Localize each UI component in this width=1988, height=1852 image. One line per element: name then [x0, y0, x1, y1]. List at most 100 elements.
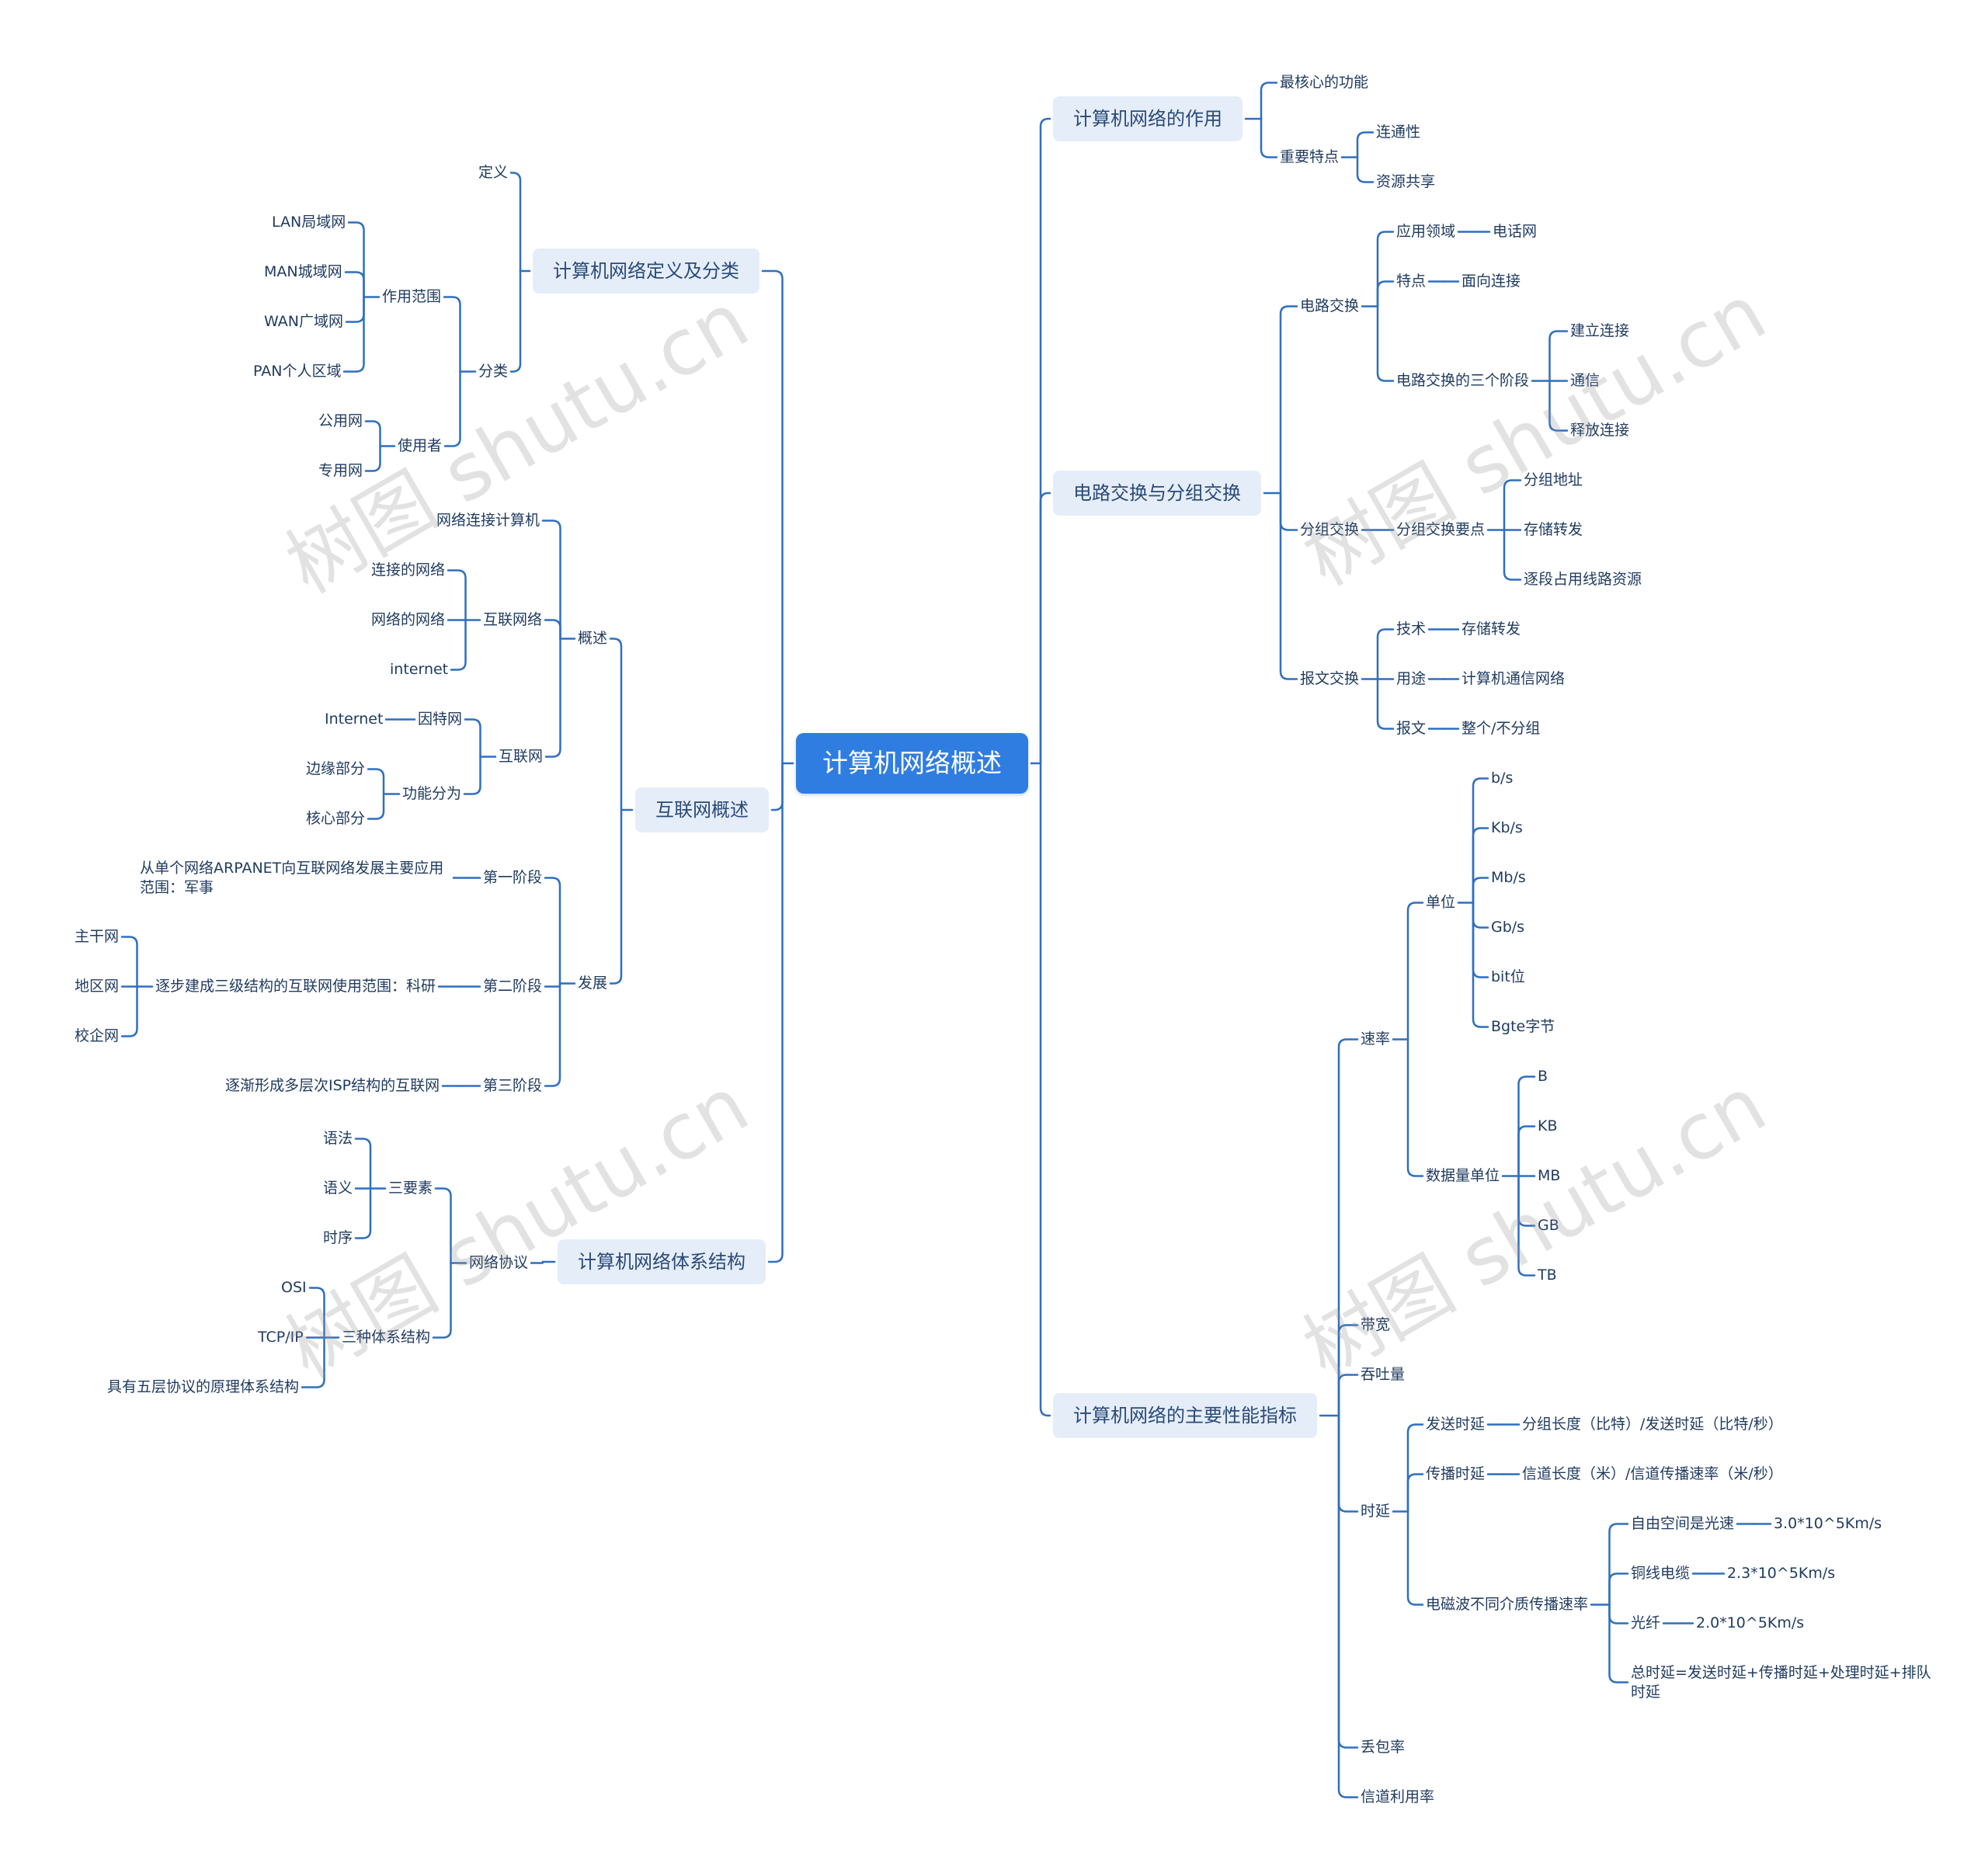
node-internetwork[interactable]: 互联网络 — [483, 611, 543, 628]
node-KB[interactable]: KB — [1538, 1117, 1558, 1134]
node-rate[interactable]: 速率 — [1361, 1030, 1391, 1048]
node-connected-networks[interactable]: 连接的网络 — [371, 561, 446, 579]
node-wan[interactable]: WAN广域网 — [264, 313, 343, 330]
node-key-features[interactable]: 重要特点 — [1280, 148, 1340, 165]
node-resource-sharing[interactable]: 资源共享 — [1376, 173, 1436, 190]
node-delay[interactable]: 时延 — [1361, 1503, 1391, 1520]
node-store-forward[interactable]: 存储转发 — [1524, 521, 1583, 538]
node-public-net[interactable]: 公用网 — [318, 412, 363, 429]
node-optical-fiber[interactable]: 光纤 — [1631, 1614, 1661, 1631]
node-man[interactable]: MAN城域网 — [264, 263, 342, 280]
node-application-area[interactable]: 应用领域 — [1396, 223, 1456, 240]
node-function-division[interactable]: 功能分为 — [402, 785, 462, 802]
node-stage-1-desc[interactable]: 从单个网络ARPANET向互联网络发展主要应用范围：军事 — [140, 860, 444, 896]
node-backbone[interactable]: 主干网 — [75, 928, 120, 945]
node-network-of-networks[interactable]: 网络的网络 — [371, 611, 446, 628]
node-packet-switching[interactable]: 分组交换 — [1300, 521, 1360, 538]
node-data-unit[interactable]: 数据量单位 — [1426, 1167, 1500, 1184]
node-stage-3[interactable]: 第三阶段 — [483, 1077, 543, 1094]
node-three-elements[interactable]: 三要素 — [388, 1180, 433, 1197]
node-circuit-switching[interactable]: 电路交换 — [1300, 297, 1360, 314]
node-technology[interactable]: 技术 — [1396, 620, 1427, 638]
node-connection-oriented[interactable]: 面向连接 — [1461, 273, 1521, 290]
node-message-switching[interactable]: 报文交换 — [1300, 670, 1360, 687]
node-unit[interactable]: 单位 — [1426, 894, 1456, 911]
branch-architecture[interactable]: 计算机网络体系结构 — [558, 1239, 766, 1284]
node-message[interactable]: 报文 — [1396, 720, 1427, 737]
node-three-phases[interactable]: 电路交换的三个阶段 — [1396, 372, 1530, 389]
node-total-delay[interactable]: 总时延=发送时延+传播时延+处理时延+排队时延 — [1631, 1664, 1931, 1701]
node-network-protocol[interactable]: 网络协议 — [469, 1254, 529, 1271]
node-bps[interactable]: b/s — [1491, 770, 1514, 787]
node-whole-no-packet[interactable]: 整个/不分组 — [1461, 720, 1541, 737]
node-overview[interactable]: 概述 — [578, 630, 608, 647]
node-store-forward-2[interactable]: 存储转发 — [1461, 620, 1521, 638]
node-internet-lowercase[interactable]: internet — [390, 661, 449, 678]
node-stage-1[interactable]: 第一阶段 — [483, 869, 543, 886]
node-connectivity[interactable]: 连通性 — [1376, 123, 1421, 141]
node-core-function[interactable]: 最核心的功能 — [1280, 74, 1369, 91]
node-scope[interactable]: 作用范围 — [382, 288, 442, 305]
node-stage-2[interactable]: 第二阶段 — [483, 978, 543, 995]
node-bandwidth[interactable]: 带宽 — [1361, 1316, 1391, 1333]
node-telephone-net[interactable]: 电话网 — [1493, 223, 1538, 240]
node-packet-address[interactable]: 分组地址 — [1524, 471, 1583, 488]
node-packet-loss[interactable]: 丢包率 — [1361, 1739, 1406, 1756]
node-pan[interactable]: PAN个人区域 — [253, 363, 342, 380]
node-stage-3-desc[interactable]: 逐渐形成多层次ISP结构的互联网 — [225, 1077, 440, 1094]
node-release-connection[interactable]: 释放连接 — [1570, 422, 1630, 439]
root-topic[interactable]: 计算机网络概述 — [796, 733, 1028, 794]
node-regional[interactable]: 地区网 — [75, 978, 120, 995]
node-transmission-delay[interactable]: 发送时延 — [1426, 1416, 1486, 1433]
node-segment-occupancy[interactable]: 逐段占用线路资源 — [1524, 571, 1642, 588]
node-em-wave-speed[interactable]: 电磁波不同介质传播速率 — [1426, 1596, 1589, 1613]
node-TB[interactable]: TB — [1538, 1267, 1557, 1284]
node-users[interactable]: 使用者 — [398, 437, 443, 454]
node-the-internet[interactable]: 互联网 — [499, 748, 544, 765]
node-semantics[interactable]: 语义 — [323, 1180, 353, 1197]
node-B[interactable]: B — [1538, 1068, 1548, 1085]
node-usage[interactable]: 用途 — [1396, 670, 1427, 687]
node-byte[interactable]: Bgte字节 — [1491, 1018, 1555, 1035]
node-internet-uppercase[interactable]: Internet — [325, 711, 384, 728]
node-channel-utilization[interactable]: 信道利用率 — [1361, 1788, 1435, 1805]
node-transmission-delay-formula[interactable]: 分组长度（比特）/发送时延（比特/秒） — [1522, 1416, 1783, 1433]
node-copper-cable-speed[interactable]: 2.3*10^5Km/s — [1727, 1565, 1836, 1582]
node-throughput[interactable]: 吞吐量 — [1361, 1366, 1406, 1383]
branch-performance-metrics[interactable]: 计算机网络的主要性能指标 — [1053, 1393, 1317, 1438]
node-development[interactable]: 发展 — [578, 975, 608, 992]
node-communication[interactable]: 通信 — [1570, 372, 1600, 389]
node-free-space-speed[interactable]: 3.0*10^5Km/s — [1774, 1515, 1882, 1532]
node-network-connects-computers[interactable]: 网络连接计算机 — [436, 512, 540, 529]
node-feature[interactable]: 特点 — [1396, 273, 1427, 290]
node-mbps[interactable]: Mb/s — [1491, 869, 1526, 886]
node-timing[interactable]: 时序 — [323, 1229, 353, 1246]
branch-definition-and-classification[interactable]: 计算机网络定义及分类 — [533, 248, 759, 294]
node-kbps[interactable]: Kb/s — [1491, 819, 1523, 836]
node-copper-cable[interactable]: 铜线电缆 — [1631, 1565, 1691, 1582]
node-packet-switching-points[interactable]: 分组交换要点 — [1396, 521, 1486, 538]
node-tcpip[interactable]: TCP/IP — [258, 1329, 304, 1346]
node-definition[interactable]: 定义 — [478, 164, 509, 181]
node-propagation-delay-formula[interactable]: 信道长度（米）/信道传播速率（米/秒） — [1522, 1465, 1783, 1482]
branch-switching[interactable]: 电路交换与分组交换 — [1053, 471, 1261, 516]
node-five-layer[interactable]: 具有五层协议的原理体系结构 — [107, 1378, 300, 1395]
node-private-net[interactable]: 专用网 — [318, 462, 363, 479]
node-core-part[interactable]: 核心部分 — [306, 810, 366, 827]
node-syntax[interactable]: 语法 — [323, 1130, 353, 1147]
node-lan[interactable]: LAN局域网 — [272, 214, 346, 231]
node-optical-fiber-speed[interactable]: 2.0*10^5Km/s — [1696, 1614, 1805, 1631]
node-establish-connection[interactable]: 建立连接 — [1570, 322, 1630, 339]
node-three-architectures[interactable]: 三种体系结构 — [342, 1329, 431, 1346]
node-GB[interactable]: GB — [1538, 1217, 1559, 1234]
node-computer-comm-net[interactable]: 计算机通信网络 — [1461, 670, 1566, 687]
branch-internet-overview[interactable]: 互联网概述 — [635, 787, 769, 832]
node-bit[interactable]: bit位 — [1491, 968, 1525, 985]
node-free-space[interactable]: 自由空间是光速 — [1631, 1515, 1735, 1532]
node-yintewang[interactable]: 因特网 — [418, 711, 463, 728]
branch-network-role[interactable]: 计算机网络的作用 — [1053, 96, 1242, 141]
node-stage-2-desc[interactable]: 逐步建成三级结构的互联网使用范围：科研 — [155, 978, 436, 995]
node-propagation-delay[interactable]: 传播时延 — [1426, 1465, 1486, 1482]
node-MB[interactable]: MB — [1538, 1167, 1561, 1184]
node-classification[interactable]: 分类 — [478, 363, 509, 380]
